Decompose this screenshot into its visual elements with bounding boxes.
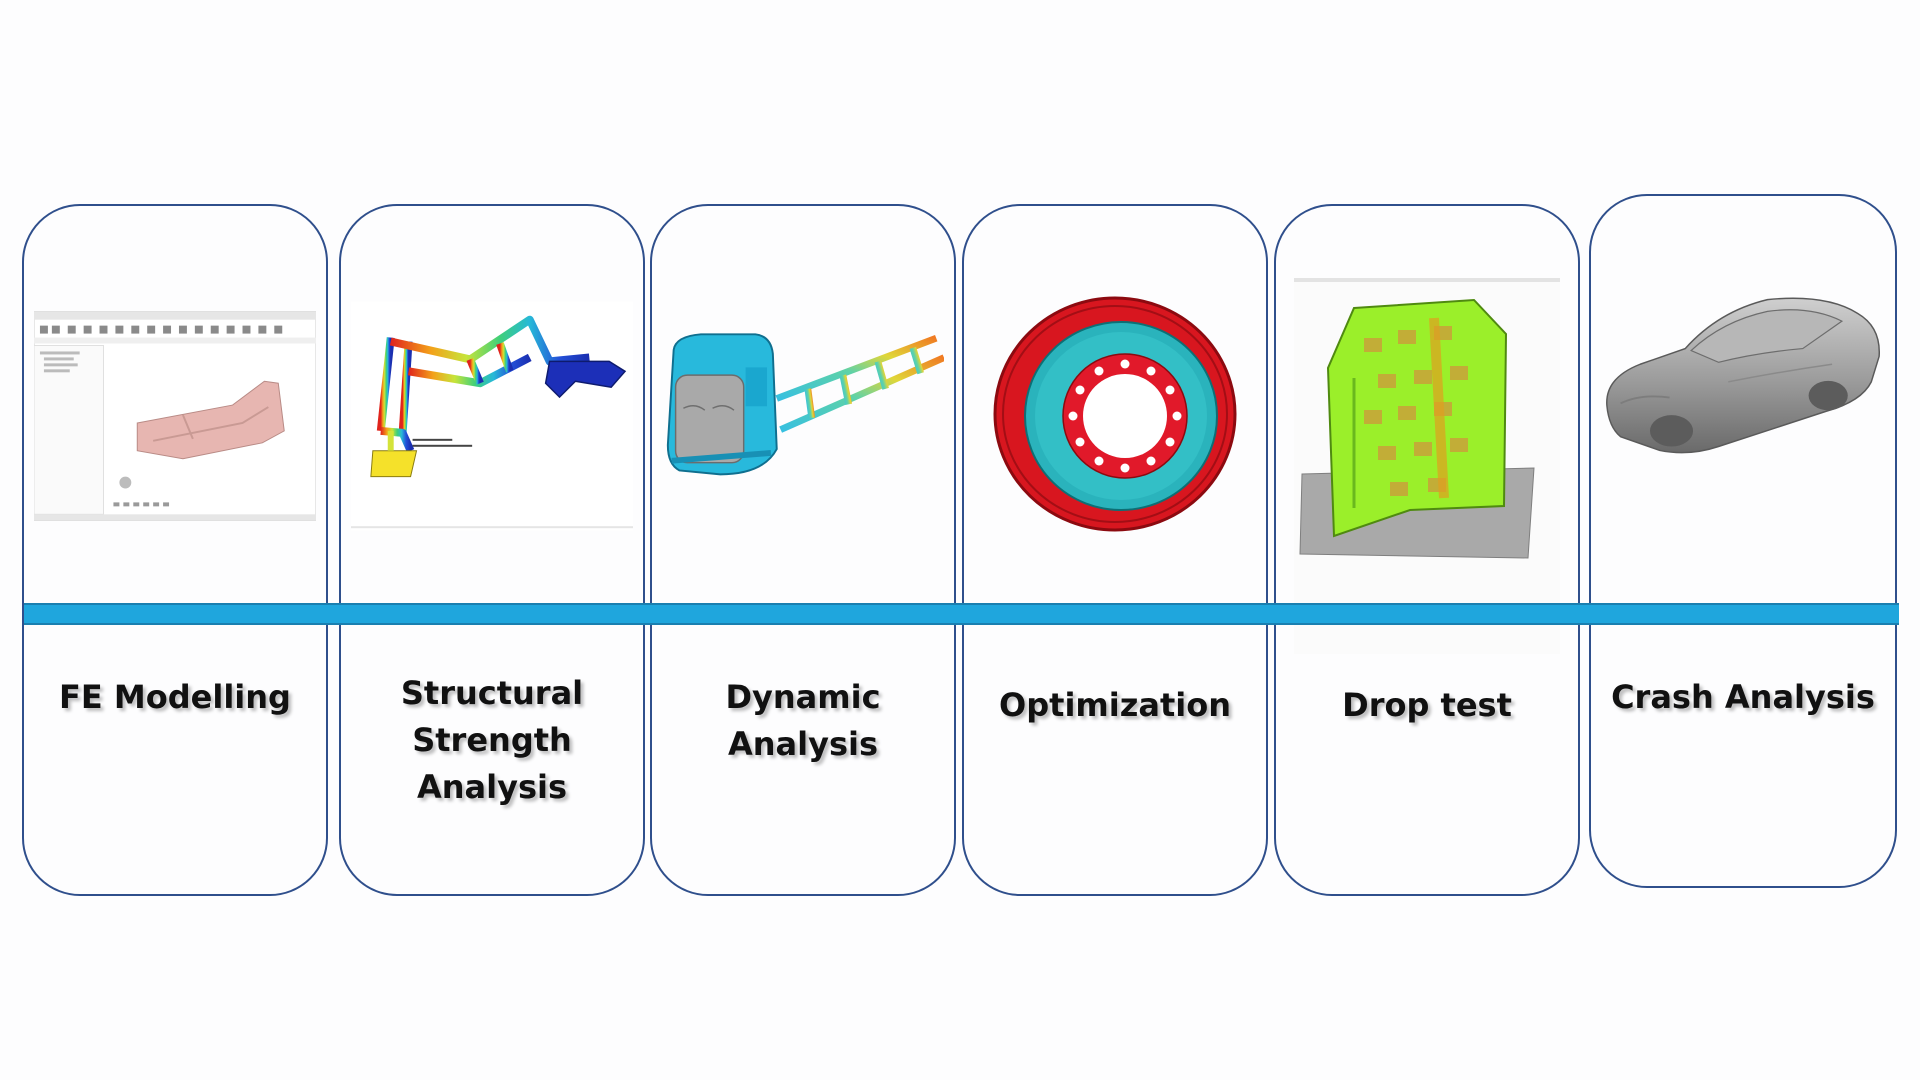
- card-label: Dynamic Analysis: [725, 678, 881, 763]
- fe-modelling-screenshot-icon: [34, 266, 316, 566]
- wheel-rim-icon: [974, 266, 1256, 566]
- timeline-bar: [24, 603, 1899, 625]
- card-optimization: Optimization: [962, 204, 1268, 896]
- card-crash-analysis: Crash Analysis: [1589, 194, 1897, 888]
- card-dynamic-analysis: Dynamic Analysis: [650, 204, 956, 896]
- car-body-icon: [1601, 276, 1885, 476]
- card-label: FE Modelling: [59, 678, 291, 716]
- drop-test-package-icon: [1286, 276, 1568, 656]
- card-drop-test: Drop test: [1274, 204, 1580, 896]
- card-label: Drop test: [1342, 686, 1512, 724]
- card-label: Structural Strength Analysis: [400, 674, 584, 806]
- frame-stress-contour-icon: [351, 266, 633, 566]
- card-label: Optimization: [999, 686, 1231, 724]
- truck-cab-chassis-icon: [662, 266, 944, 566]
- card-fe-modelling: FE Modelling: [22, 204, 328, 896]
- card-label: Crash Analysis: [1611, 678, 1875, 716]
- card-structural-strength-analysis: Structural Strength Analysis: [339, 204, 645, 896]
